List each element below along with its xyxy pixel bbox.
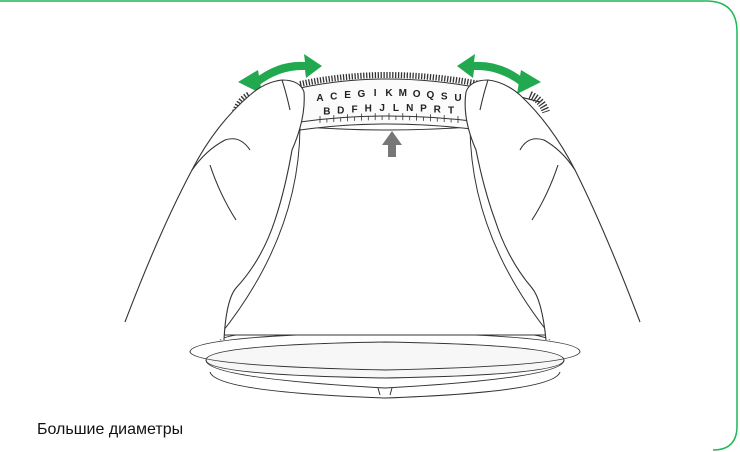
scale-letter-i: I [374, 88, 377, 99]
scale-letter-m: M [399, 88, 407, 99]
scale-letter-o: O [413, 89, 421, 100]
scale-letter-q: Q [427, 90, 435, 101]
scale-letter-g: G [358, 89, 366, 100]
scale-letter-n: N [406, 103, 413, 114]
scale-letter-u: U [454, 93, 461, 104]
scale-letter-b: B [323, 106, 330, 117]
scale-letter-a: A [316, 93, 323, 104]
device-base [190, 326, 580, 398]
scale-letter-p: P [420, 104, 427, 115]
scale-letter-k: K [385, 88, 393, 99]
scale-letter-s: S [441, 91, 448, 102]
scale-letter-c: C [330, 91, 337, 102]
scale-letter-f: F [351, 104, 357, 115]
scale-letter-h: H [365, 104, 372, 115]
scale-letter-j: J [379, 103, 385, 114]
scale-letter-d: D [337, 105, 344, 116]
scale-letter-l: L [393, 103, 399, 114]
caption-text: Большие диаметры [37, 421, 183, 439]
scale-letter-e: E [344, 90, 351, 101]
scale-letter-t: T [448, 105, 454, 116]
scale-letter-r: R [434, 104, 442, 115]
